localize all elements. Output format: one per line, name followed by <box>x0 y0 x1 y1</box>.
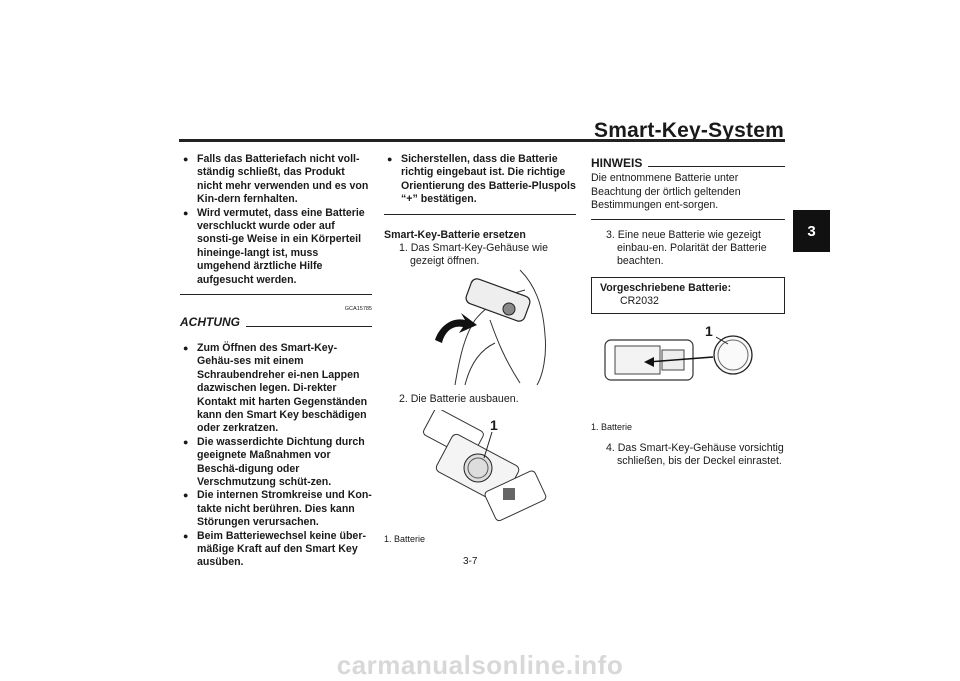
figure-caption-2: 1. Batterie <box>591 422 633 432</box>
hinweis-end-rule <box>591 218 785 220</box>
left-column: Falls das Batteriefach nicht voll-ständi… <box>180 153 372 570</box>
insert-battery-illustration <box>604 335 753 381</box>
remove-battery-illustration <box>423 410 547 522</box>
middle-column: Sicherstellen, dass die Batterie richtig… <box>384 153 576 269</box>
achtung-label: ACHTUNG <box>180 315 240 330</box>
bullet-end-rule <box>384 213 576 215</box>
step-4: 4. Das Smart-Key-Gehäuse vorsichtig schl… <box>606 442 784 468</box>
hinweis-header: HINWEIS <box>591 156 785 170</box>
spec-label: Vorgeschriebene Batterie: <box>600 281 732 294</box>
hinweis-text: Die entnommene Batterie unter Beachtung … <box>591 172 741 212</box>
right-step4: 4. Das Smart-Key-Gehäuse vorsichtig schl… <box>591 442 785 469</box>
figure-callout-1: 1 <box>490 417 498 433</box>
achtung-code: GCA15785 <box>344 306 372 313</box>
achtung-bullet: Die wasserdichte Dichtung durch geeignet… <box>180 436 372 490</box>
achtung-bullet: Die internen Stromkreise und Kon-takte n… <box>180 489 372 529</box>
achtung-header: ACHTUNG <box>180 316 372 329</box>
warning-end-rule <box>180 294 372 296</box>
hinweis-rule <box>648 165 785 168</box>
right-column: HINWEIS Die entnommene Batterie unter Be… <box>591 156 785 314</box>
achtung-rule <box>246 325 372 327</box>
spec-value: CR2032 <box>620 295 659 308</box>
header-rule <box>179 139 785 142</box>
achtung-bullet: Zum Öffnen des Smart-Key-Gehäu-ses mit e… <box>180 342 372 436</box>
footer-watermark: carmanualsonline.info <box>336 650 624 680</box>
step-3: 3. Eine neue Batterie wie gezeigt einbau… <box>606 228 767 268</box>
warning-bullet: Falls das Batteriefach nicht voll-ständi… <box>180 153 372 207</box>
hinweis-label: HINWEIS <box>591 156 643 170</box>
section-heading: Smart-Key-Batterie ersetzen <box>384 228 526 241</box>
page-title: Smart-Key-System <box>594 119 784 142</box>
step-2: 2. Die Batterie ausbauen. <box>399 393 519 405</box>
middle-step2: 2. Die Batterie ausbauen. <box>384 393 576 406</box>
figure-caption: 1. Batterie <box>384 534 426 544</box>
warning-bullet: Wird vermutet, dass eine Batterie versch… <box>180 207 372 287</box>
figure-callout-2: 1 <box>705 323 713 339</box>
section-tab: 3 <box>793 210 830 252</box>
spec-box: Vorgeschriebene Batterie: CR2032 <box>591 276 785 314</box>
step-1: 1. Das Smart-Key-Gehäuse wie gezeigt öff… <box>399 242 548 268</box>
check-bullet: Sicherstellen, dass die Batterie richtig… <box>384 153 576 207</box>
open-case-illustration <box>435 269 546 386</box>
achtung-bullet: Beim Batteriewechsel keine über-mäßige K… <box>180 530 372 570</box>
page-number: 3-7 <box>463 556 478 567</box>
